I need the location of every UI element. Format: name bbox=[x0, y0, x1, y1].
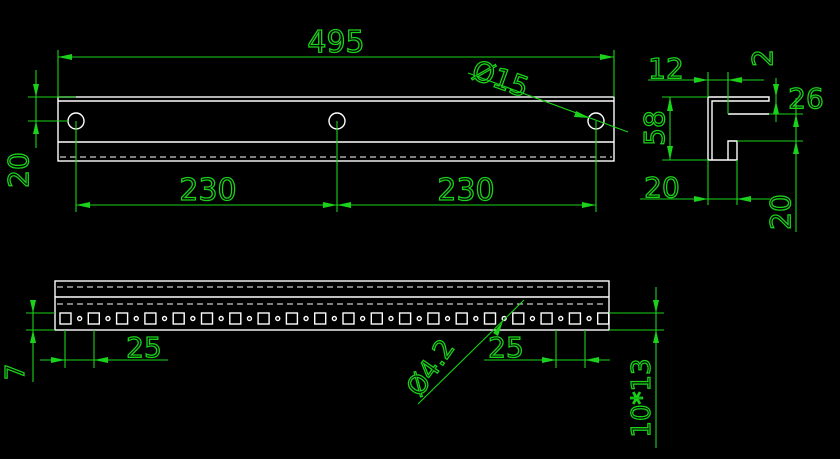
hole-spacing-left-label: 230 bbox=[179, 173, 236, 208]
top-view: 495 Ø15 230 230 20 bbox=[1, 24, 629, 212]
height-label: 58 bbox=[638, 110, 671, 146]
small-round-hole bbox=[473, 315, 479, 322]
arrow-head bbox=[33, 121, 39, 134]
square-slot bbox=[200, 312, 214, 325]
square-slot bbox=[427, 312, 440, 325]
small-round-hole bbox=[246, 315, 253, 322]
small-round-hole bbox=[359, 315, 366, 322]
lip-thickness-label: 2 bbox=[746, 49, 779, 67]
arrow-head bbox=[33, 84, 39, 97]
small-round-hole bbox=[218, 315, 224, 322]
arrow-head bbox=[653, 300, 659, 313]
square-slot bbox=[342, 312, 355, 325]
arrow-head bbox=[667, 97, 673, 111]
slot-pitch-right-label: 25 bbox=[488, 331, 524, 364]
square-slot bbox=[115, 312, 129, 325]
square-slot bbox=[59, 312, 72, 325]
arrow-head bbox=[585, 357, 599, 363]
square-slot bbox=[229, 312, 242, 325]
front-view-outline bbox=[54, 280, 610, 331]
arrow-head bbox=[694, 77, 708, 83]
small-round-hole bbox=[331, 315, 338, 322]
arrow-head bbox=[773, 84, 779, 97]
small-round-hole bbox=[161, 315, 168, 322]
arrow-head bbox=[493, 321, 503, 336]
small-round-hole bbox=[303, 315, 309, 322]
arrow-head bbox=[793, 141, 799, 154]
small-hole-diameter-label: Ø4.2 bbox=[401, 334, 461, 402]
hole-diameter-leader bbox=[467, 72, 629, 133]
slot-size-label: 10*13 bbox=[627, 358, 657, 437]
arrow-head bbox=[51, 357, 65, 363]
square-slot bbox=[568, 312, 582, 325]
flange-width-label: 12 bbox=[648, 52, 684, 85]
slot-pitch-left-label: 25 bbox=[126, 331, 162, 364]
inner-depth-label: 26 bbox=[788, 82, 824, 115]
arrow-head bbox=[773, 101, 779, 114]
square-slot bbox=[87, 312, 101, 325]
square-slot bbox=[370, 312, 383, 325]
square-slot bbox=[172, 312, 185, 325]
square-slot bbox=[540, 312, 553, 325]
arrow-head bbox=[653, 330, 659, 343]
small-round-hole bbox=[501, 315, 507, 322]
arrow-head bbox=[737, 196, 751, 202]
square-slot bbox=[257, 312, 270, 325]
small-round-hole bbox=[586, 315, 592, 322]
base-width-label: 20 bbox=[644, 171, 680, 204]
arrow-head bbox=[793, 114, 799, 127]
arrow-head bbox=[30, 300, 36, 313]
small-round-hole bbox=[133, 315, 139, 322]
arrow-head bbox=[58, 54, 72, 60]
arrow-head bbox=[542, 357, 556, 363]
arrow-head bbox=[94, 357, 108, 363]
square-slot bbox=[455, 312, 468, 325]
small-round-hole bbox=[190, 315, 196, 322]
top-view-outline bbox=[57, 96, 615, 162]
front-view: 25 25 Ø4.2 7 10*13 bbox=[0, 280, 664, 448]
small-round-hole bbox=[275, 315, 281, 322]
small-round-hole bbox=[558, 315, 564, 322]
small-round-hole bbox=[105, 315, 111, 322]
arrow-head bbox=[728, 77, 742, 83]
small-hole-leader bbox=[417, 299, 525, 405]
overall-length-label: 495 bbox=[307, 25, 364, 60]
arrow-head bbox=[582, 202, 596, 208]
arrow-head bbox=[694, 196, 708, 202]
small-round-hole bbox=[76, 315, 83, 322]
square-slot bbox=[314, 312, 327, 325]
arrow-head bbox=[76, 202, 90, 208]
hole-spacing-right-label: 230 bbox=[437, 173, 494, 208]
square-slot bbox=[512, 312, 525, 325]
small-round-hole bbox=[388, 315, 394, 322]
profile-view: 12 2 58 26 20 20 bbox=[637, 48, 824, 232]
hole-offset-label: 20 bbox=[2, 152, 35, 188]
profile-outline bbox=[707, 96, 770, 161]
arrow-head bbox=[323, 202, 337, 208]
square-slot bbox=[597, 312, 610, 325]
small-round-hole bbox=[529, 315, 536, 322]
arrow-head bbox=[600, 54, 614, 60]
small-round-hole bbox=[416, 315, 422, 322]
square-slot bbox=[483, 312, 497, 325]
slot-row bbox=[59, 312, 610, 325]
small-round-hole bbox=[444, 315, 451, 322]
slot-offset-label: 7 bbox=[1, 364, 31, 381]
base-height-label: 20 bbox=[764, 194, 797, 230]
arrow-head bbox=[30, 330, 36, 343]
square-slot bbox=[144, 312, 157, 325]
square-slot bbox=[398, 312, 412, 325]
arrow-head bbox=[337, 202, 351, 208]
arrow-head bbox=[574, 111, 590, 118]
square-slot bbox=[285, 312, 299, 325]
arrow-head bbox=[667, 146, 673, 160]
